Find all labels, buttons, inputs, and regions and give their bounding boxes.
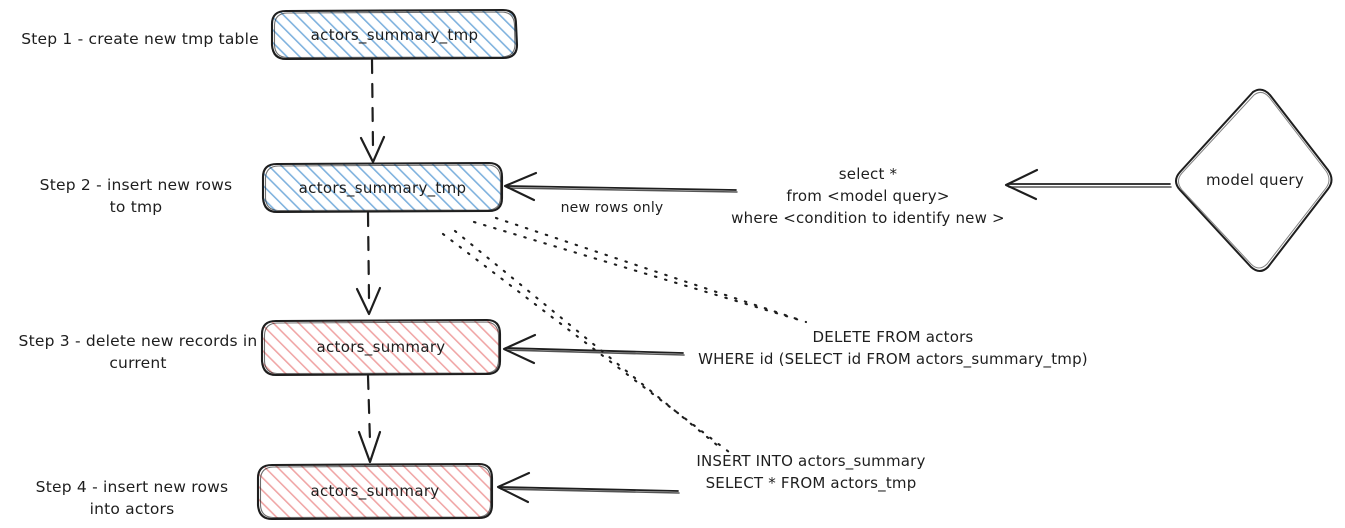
node-model-query[interactable] [1175, 88, 1333, 272]
flow-arrow-step1-to-step2 [359, 58, 386, 164]
flow-arrow-step2-to-step3 [355, 211, 382, 316]
step-1-label: Step 1 - create new tmp table [21, 30, 259, 48]
node-actors-summary-4[interactable] [256, 462, 494, 521]
step-3-label: Step 3 - delete new records in current [18, 332, 258, 372]
step-2-label: Step 2 - insert new rows to tmp [39, 176, 233, 216]
edge-model-query-to-sql [1004, 168, 1172, 201]
node-4-label: actors_summary [310, 482, 440, 500]
edge-new-rows-only [503, 171, 738, 202]
node-2-label: actors_summary_tmp [298, 179, 467, 197]
model-query-sql-text: select * from <model query> where <condi… [731, 165, 1005, 227]
delete-sql-text: DELETE FROM actors WHERE id (SELECT id F… [698, 328, 1088, 368]
node-1-label: actors_summary_tmp [310, 26, 479, 44]
node-actors-summary-tmp-1[interactable] [270, 8, 519, 61]
edge-insert-sql-to-node4 [496, 471, 680, 504]
flow-arrow-step3-to-step4 [357, 374, 382, 464]
dotted-connector-to-delete-sql [472, 216, 808, 324]
new-rows-only-label: new rows only [560, 200, 664, 216]
node-actors-summary-3[interactable] [260, 318, 502, 377]
dotted-connector-to-insert-sql [441, 229, 731, 454]
model-query-label: model query [1205, 171, 1305, 189]
insert-sql-text: INSERT INTO actors_summary SELECT * FROM… [696, 452, 926, 492]
node-actors-summary-tmp-2[interactable] [261, 161, 504, 214]
step-4-label: Step 4 - insert new rows into actors [35, 478, 229, 518]
node-3-label: actors_summary [316, 338, 446, 356]
